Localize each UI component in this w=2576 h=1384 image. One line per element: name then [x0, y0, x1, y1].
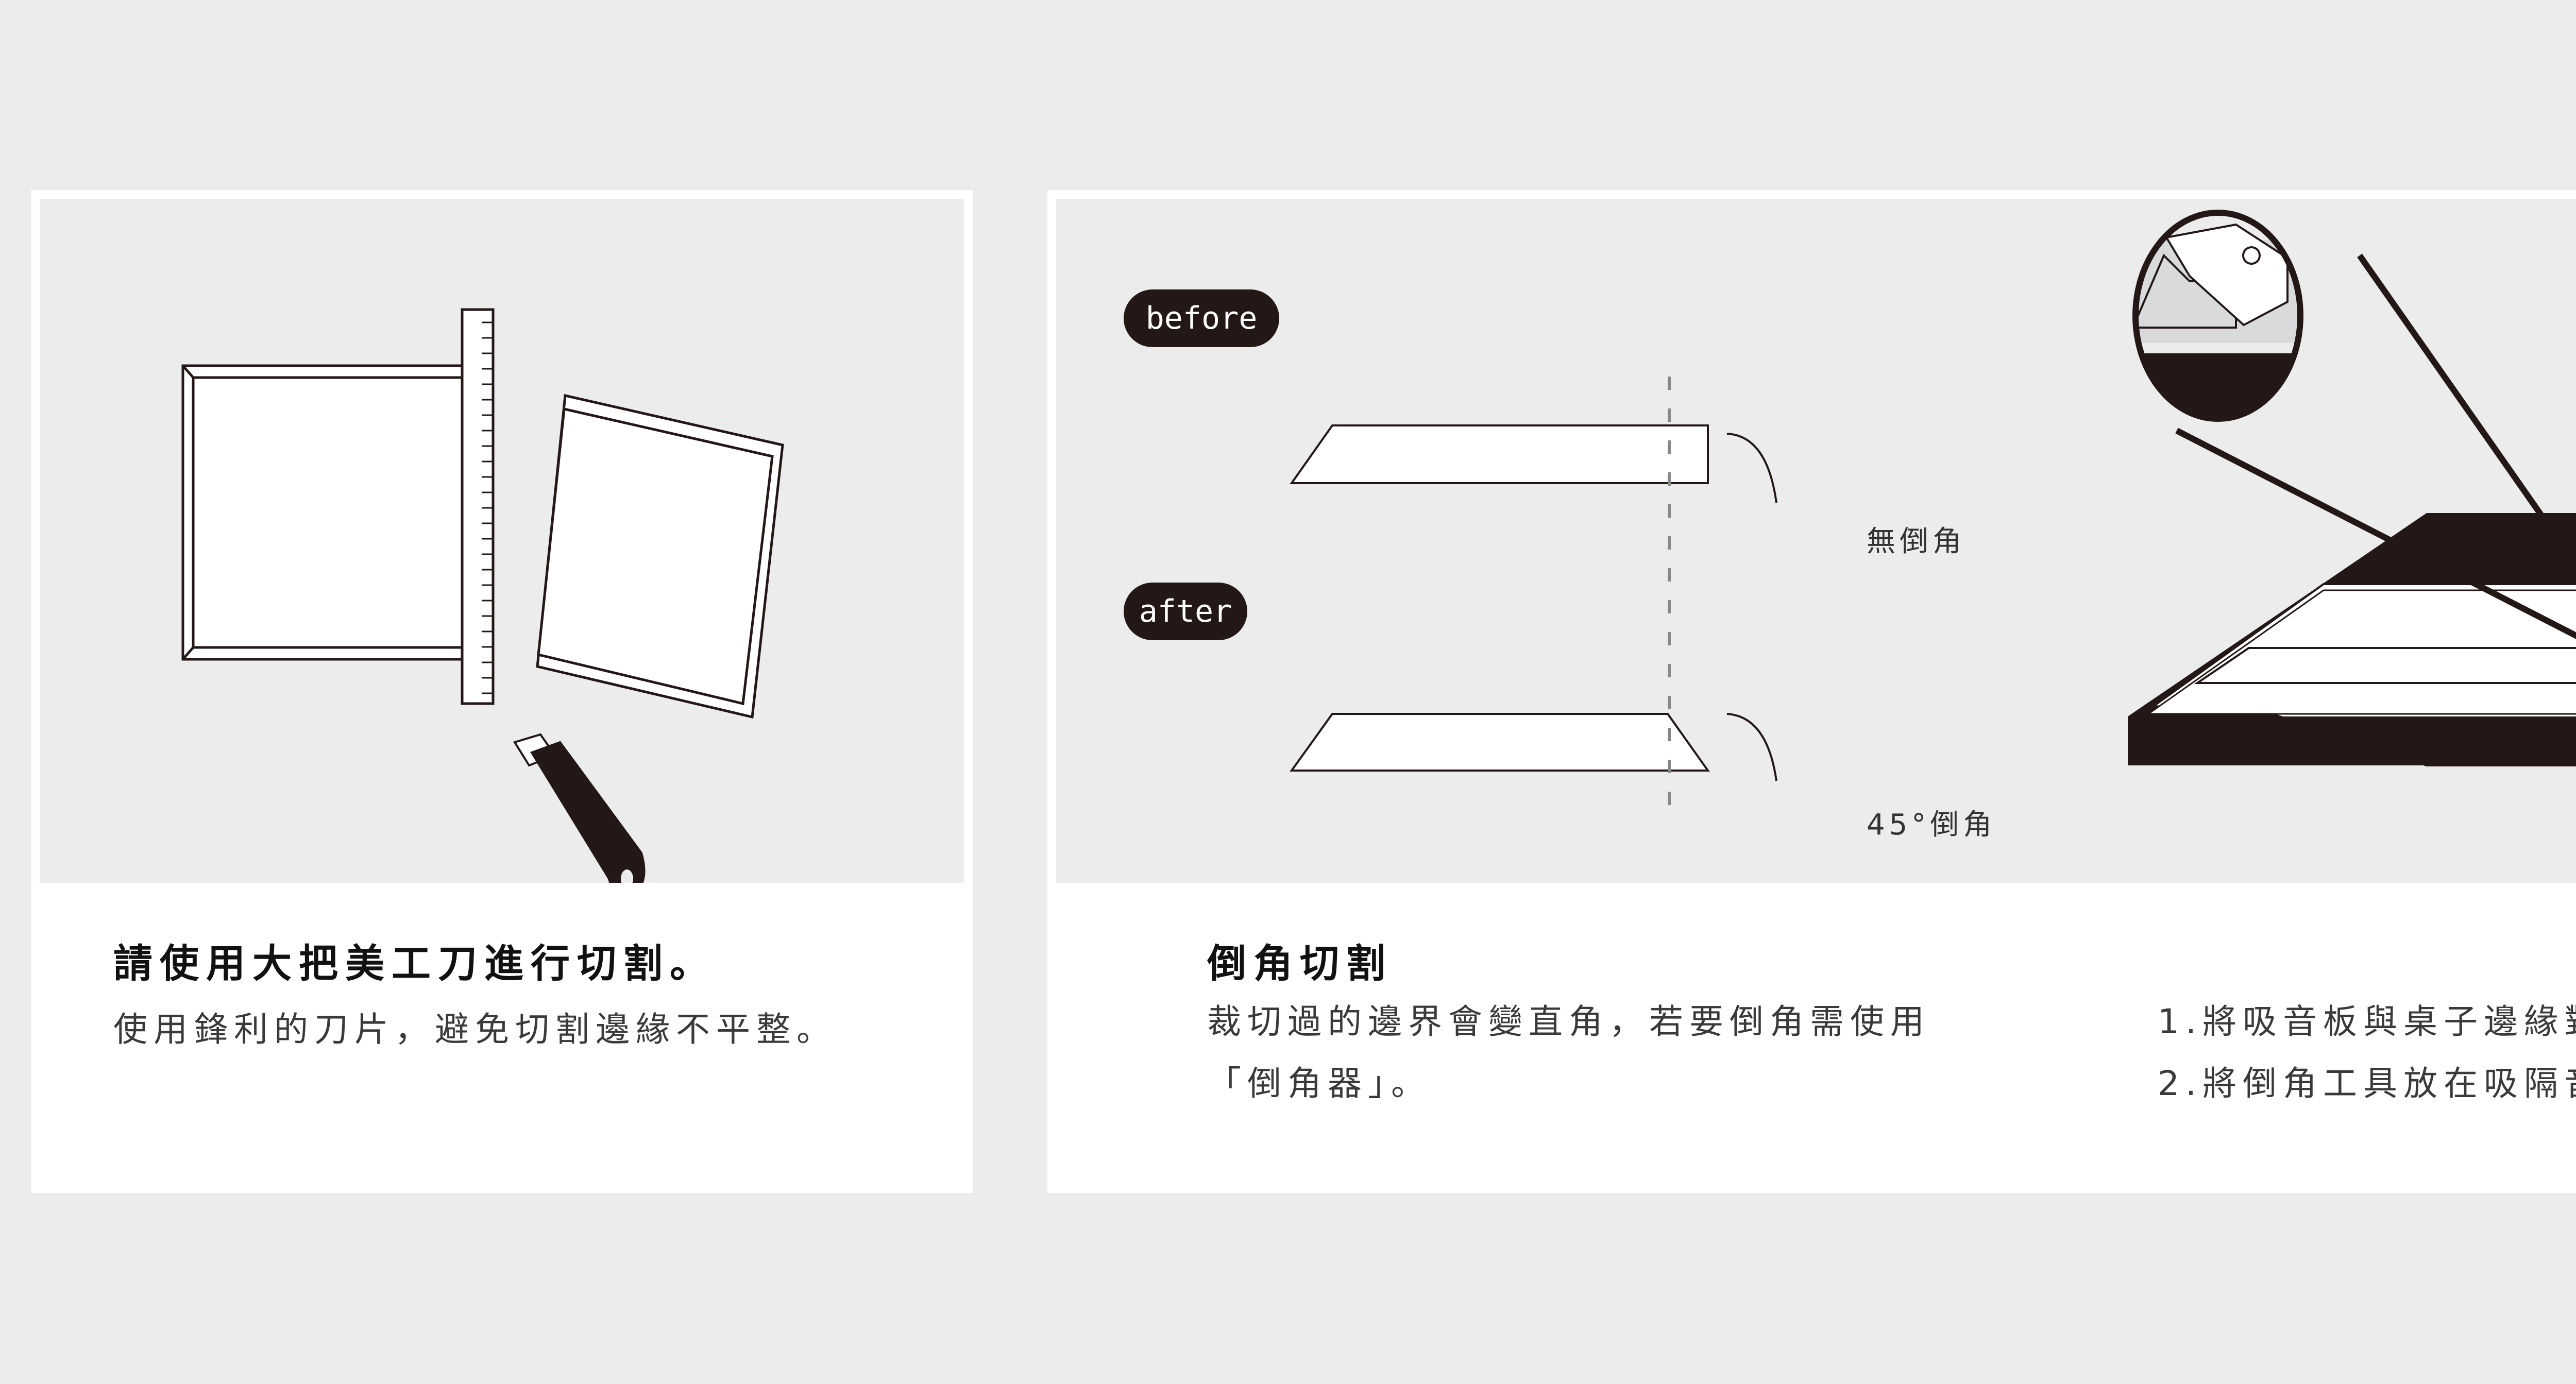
right-card: before after 無倒角 45°倒角	[1047, 190, 2576, 1193]
acoustic-panel-icon	[181, 364, 465, 661]
tilted-panel-icon	[536, 394, 784, 719]
right-card-title: 倒角切割	[1207, 941, 1393, 986]
after-caption: 45°倒角	[1867, 808, 1996, 842]
step-2: 2.將倒角工具放在吸隔音板上，滑動切割。	[2158, 1064, 2576, 1103]
before-arc	[1726, 433, 1777, 503]
left-card: 請使用大把美工刀進行切割。 使用鋒利的刀片，避免切割邊緣不平整。	[31, 190, 973, 1193]
before-caption: 無倒角	[1867, 525, 1965, 558]
step-1: 1.將吸音板與桌子邊緣對齊。	[2158, 1002, 2576, 1041]
right-illustration-area: before after 無倒角 45°倒角	[1056, 199, 2576, 883]
after-board-profile	[1290, 713, 1710, 772]
before-badge: before	[1124, 289, 1279, 347]
left-illustration-area	[40, 199, 964, 883]
board-on-table-icon	[2128, 513, 2576, 766]
ruler-icon	[461, 308, 495, 705]
before-board-profile	[1290, 424, 1709, 484]
utility-knife-icon	[513, 733, 646, 883]
after-arc	[1726, 713, 1777, 781]
after-badge: after	[1124, 583, 1247, 640]
magnifier-connector-lines	[2175, 253, 2576, 639]
cutter-ruler-illustration	[181, 308, 784, 883]
left-card-title: 請使用大把美工刀進行切割。	[113, 941, 716, 986]
right-card-description-line-1: 裁切過的邊界會變直角，若要倒角需使用	[1207, 1002, 1930, 1041]
left-card-description: 使用鋒利的刀片，避免切割邊緣不平整。	[113, 1010, 837, 1049]
chamfer-diagram	[1290, 377, 1777, 817]
chamfer-tool-illustration	[2128, 210, 2576, 766]
right-card-description-line-2: 「倒角器」。	[1207, 1064, 1431, 1103]
magnifier-circle-icon	[2132, 210, 2303, 422]
